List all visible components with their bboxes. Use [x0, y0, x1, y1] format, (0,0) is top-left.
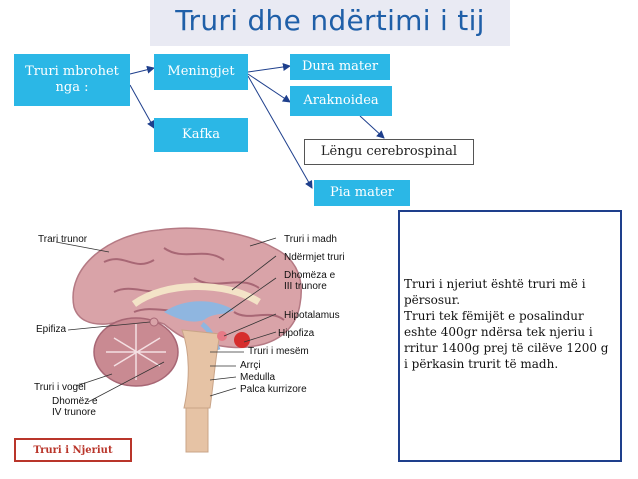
label-truri-i-madh: Truri i madh — [284, 234, 337, 245]
brainstem-shape — [181, 329, 221, 409]
label-dhomeza-iv: Dhomëz e IV trunore — [52, 396, 98, 418]
connector-root-meningjet — [129, 65, 155, 75]
node-pia-mater: Pia mater — [314, 180, 410, 206]
corpus-callosum — [131, 283, 261, 307]
epifiza-shape — [149, 317, 159, 327]
connector-root-kafka — [129, 84, 155, 129]
label-truri-i-mesem: Truri i mesëm — [248, 346, 309, 357]
info-text: Truri i njeriut është truri më i përsosu… — [404, 277, 609, 371]
label-medulla: Medulla — [240, 372, 276, 383]
node-araknoidea: Araknoidea — [290, 86, 392, 116]
node-truri-root: Truri mbrohet nga : — [14, 54, 130, 106]
label-palca-kurrizore: Palca kurrizore — [240, 384, 307, 395]
connector-meningjet-pia — [247, 75, 313, 189]
label-truri-trunor: Trari trunor — [38, 234, 88, 245]
label-dhomeza-iii: Dhomëza e III trunore — [284, 270, 336, 292]
label-epifiza: Epifiza — [36, 324, 67, 335]
brain-figure: Trari trunor Truri i madh Ndërmjet truri… — [14, 212, 394, 464]
label-hipofiza: Hipofiza — [278, 328, 315, 339]
spinal-cord-shape — [185, 407, 209, 453]
node-meningjet: Meningjet — [154, 54, 248, 90]
hypothalamus-shape — [217, 331, 227, 341]
info-box — [398, 210, 622, 462]
node-lengu-cerebrospinal: Lëngu cerebrospinal — [304, 139, 474, 165]
connector-meningjet-araknoidea — [247, 73, 291, 103]
label-nderrmjet-truri: Ndërmjet truri — [284, 252, 345, 263]
node-dura-mater: Dura mater — [290, 54, 390, 80]
connector-araknoidea-lengu — [359, 115, 385, 139]
pituitary-shape — [234, 332, 250, 348]
connector-meningjet-dura — [247, 63, 291, 73]
label-truri-i-vogel: Truri i vogël — [34, 382, 86, 393]
page-title: Truri dhe ndërtimi i tij — [175, 4, 485, 37]
title-bar — [150, 0, 510, 46]
diagram-connectors — [129, 63, 385, 189]
figure-caption: Truri i Njeriut — [14, 438, 132, 462]
ventricle-shape — [164, 301, 234, 322]
brain-illustration — [55, 227, 302, 453]
label-hipotalamus: Hipotalamus — [284, 310, 340, 321]
label-arrci: Arrçi — [240, 360, 261, 371]
node-kafka: Kafka — [154, 118, 248, 152]
